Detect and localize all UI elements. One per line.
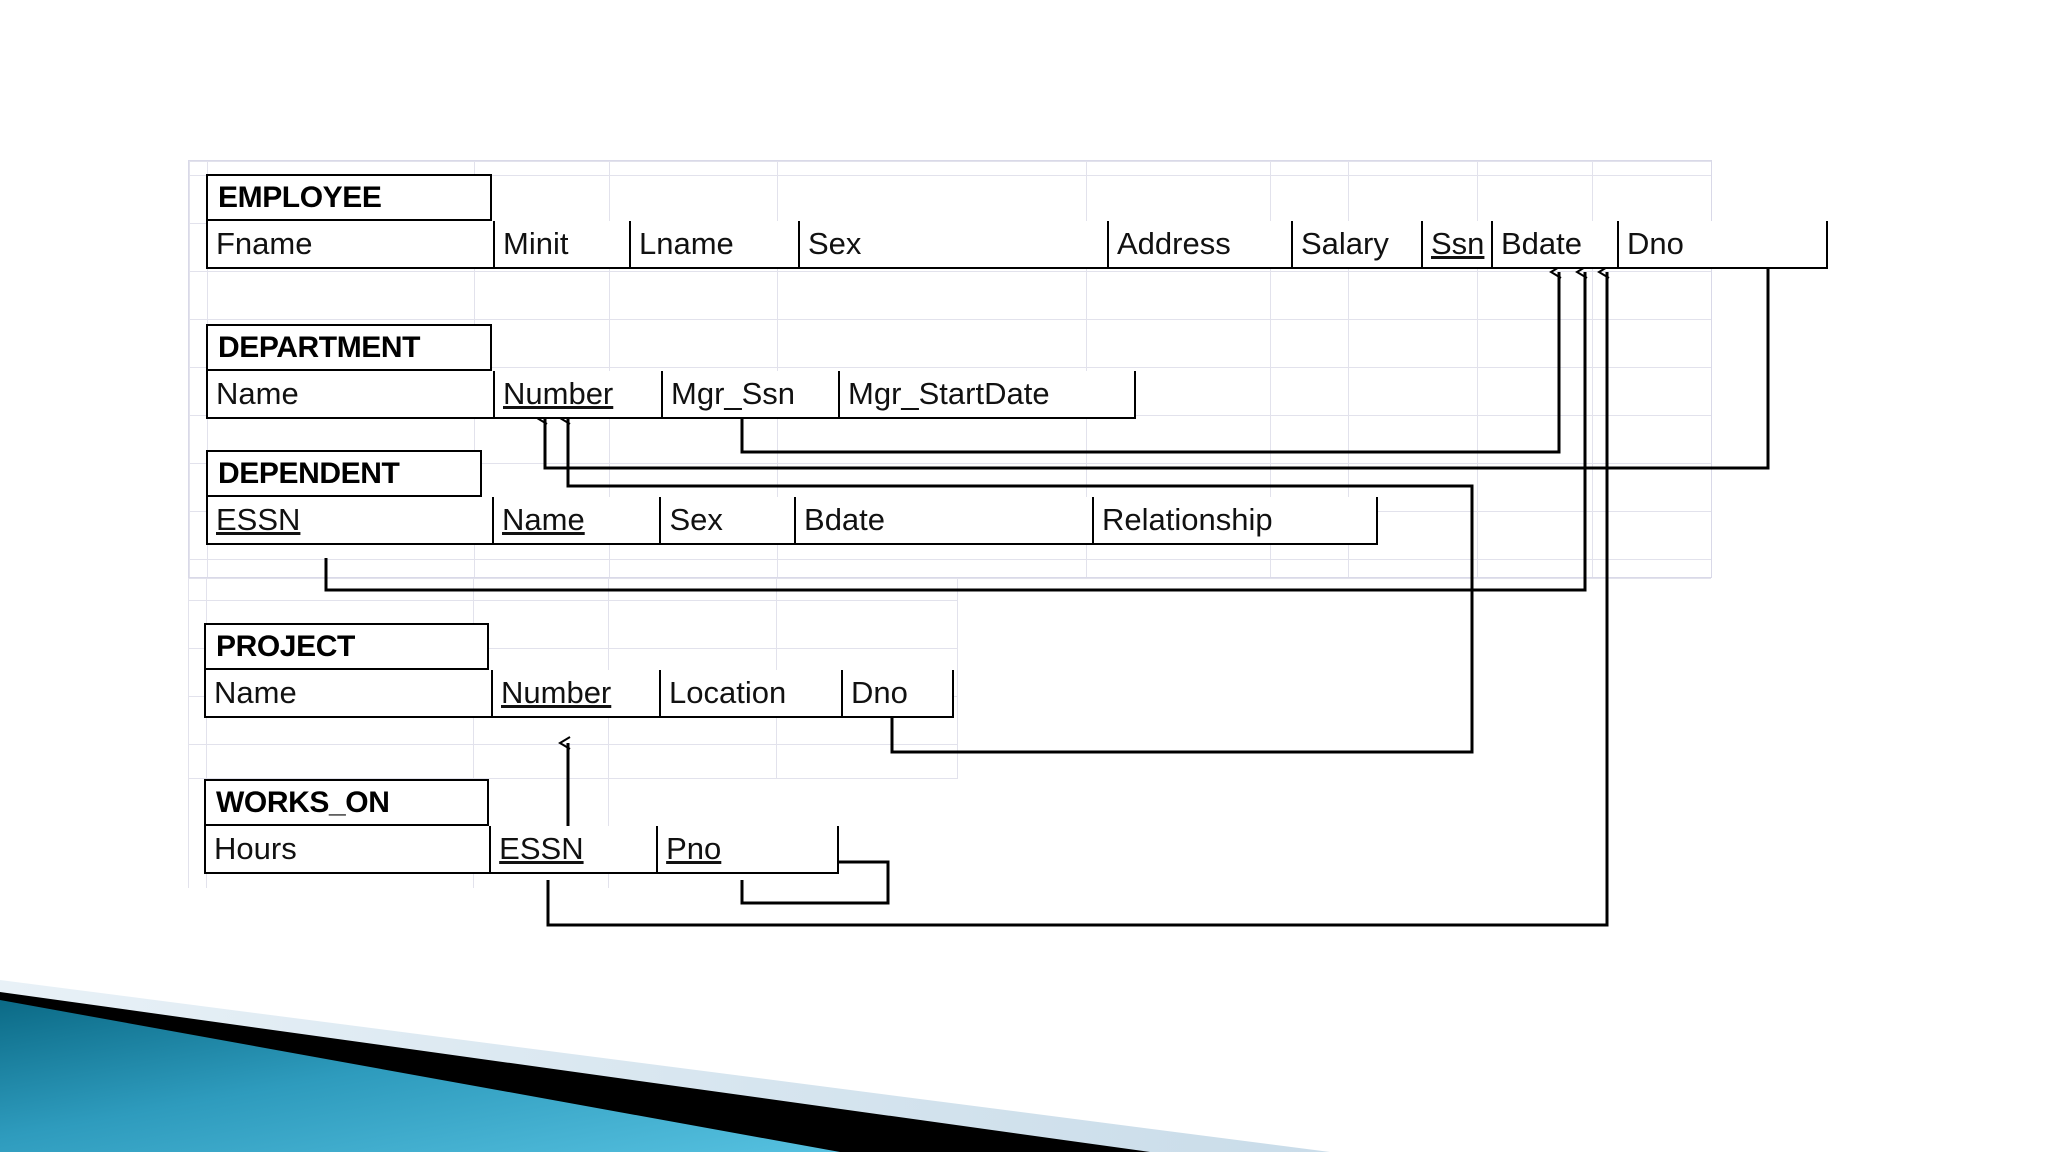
attr-employee-minit[interactable]: Minit xyxy=(493,221,629,267)
relation-project[interactable]: PROJECT Name Number Location Dno xyxy=(204,623,954,718)
attr-label: Hours xyxy=(214,831,297,866)
attr-workson-essn[interactable]: ESSN xyxy=(489,826,656,872)
relation-title-works-on: WORKS_ON xyxy=(204,779,489,826)
attr-project-name[interactable]: Name xyxy=(206,670,491,716)
attr-label: Name xyxy=(216,376,299,411)
attr-label: Fname xyxy=(216,226,313,261)
attr-department-mgrstart[interactable]: Mgr_StartDate xyxy=(838,371,1134,417)
attr-label: Bdate xyxy=(1501,226,1583,261)
attr-label: Lname xyxy=(639,226,734,261)
attr-project-location[interactable]: Location xyxy=(659,670,841,716)
attr-employee-lname[interactable]: Lname xyxy=(629,221,798,267)
attr-label: Minit xyxy=(503,226,569,261)
attribute-row-project: Name Number Location Dno xyxy=(204,670,954,718)
attr-label: Location xyxy=(669,675,787,710)
attr-workson-pno[interactable]: Pno xyxy=(656,826,837,872)
attr-dependent-sex[interactable]: Sex xyxy=(659,497,794,543)
decorative-corner-graphic xyxy=(0,980,1330,1152)
relation-title-dependent: DEPENDENT xyxy=(206,450,482,497)
attr-employee-fname[interactable]: Fname xyxy=(208,221,493,267)
attr-label: Number xyxy=(501,675,612,710)
attr-employee-address[interactable]: Address xyxy=(1107,221,1291,267)
attr-label: Name xyxy=(214,675,297,710)
relation-dependent[interactable]: DEPENDENT ESSN Name Sex Bdate Relationsh… xyxy=(206,450,1378,545)
attr-label: Pno xyxy=(666,831,722,866)
attr-label: Address xyxy=(1117,226,1231,261)
attr-label: Dno xyxy=(851,675,908,710)
attribute-row-works-on: Hours ESSN Pno xyxy=(204,826,839,874)
attr-label: Sex xyxy=(669,502,723,537)
relation-department[interactable]: DEPARTMENT Name Number Mgr_Ssn Mgr_Start… xyxy=(206,324,1136,419)
attribute-row-department: Name Number Mgr_Ssn Mgr_StartDate xyxy=(206,371,1136,419)
attr-label: Ssn xyxy=(1431,226,1485,261)
attr-employee-salary[interactable]: Salary xyxy=(1291,221,1421,267)
attr-dependent-relationship[interactable]: Relationship xyxy=(1091,497,1376,543)
attr-label: Number xyxy=(503,376,614,411)
attr-label: ESSN xyxy=(499,831,584,866)
attr-dependent-name[interactable]: Name xyxy=(492,497,659,543)
attr-label: Sex xyxy=(808,226,862,261)
relation-title-employee: EMPLOYEE xyxy=(206,174,492,221)
attr-department-mgrssn[interactable]: Mgr_Ssn xyxy=(661,371,838,417)
attr-department-name[interactable]: Name xyxy=(208,371,493,417)
corner-black-layer xyxy=(0,992,1150,1152)
attr-dependent-bdate[interactable]: Bdate xyxy=(794,497,1092,543)
relation-title-department: DEPARTMENT xyxy=(206,324,492,371)
attr-employee-bdate[interactable]: Bdate xyxy=(1491,221,1617,267)
attr-project-number[interactable]: Number xyxy=(491,670,659,716)
attr-label: Mgr_Ssn xyxy=(671,376,796,411)
attr-label: Name xyxy=(502,502,585,537)
attribute-row-employee: Fname Minit Lname Sex Address Salary Ssn… xyxy=(206,221,1828,269)
attr-employee-sex[interactable]: Sex xyxy=(798,221,1107,267)
attr-label: Relationship xyxy=(1101,502,1273,537)
attr-label: Bdate xyxy=(804,502,886,537)
relation-employee[interactable]: EMPLOYEE Fname Minit Lname Sex Address S… xyxy=(206,174,1828,269)
relation-title-project: PROJECT xyxy=(204,623,489,670)
attr-project-dno[interactable]: Dno xyxy=(841,670,946,716)
attr-employee-dno[interactable]: Dno xyxy=(1617,221,1712,267)
relation-works-on[interactable]: WORKS_ON Hours ESSN Pno xyxy=(204,779,839,874)
attr-employee-ssn[interactable]: Ssn xyxy=(1421,221,1491,267)
attr-dependent-essn[interactable]: ESSN xyxy=(208,497,492,543)
attr-label: Mgr_StartDate xyxy=(848,376,1050,411)
attr-department-number[interactable]: Number xyxy=(493,371,661,417)
attr-workson-hours[interactable]: Hours xyxy=(206,826,489,872)
attribute-row-dependent: ESSN Name Sex Bdate Relationship xyxy=(206,497,1378,545)
attr-label: ESSN xyxy=(216,502,301,537)
attr-label: Salary xyxy=(1301,226,1389,261)
attr-label: Dno xyxy=(1627,226,1684,261)
corner-pale-blue-layer xyxy=(0,980,1330,1152)
corner-teal-layer xyxy=(0,1000,840,1152)
